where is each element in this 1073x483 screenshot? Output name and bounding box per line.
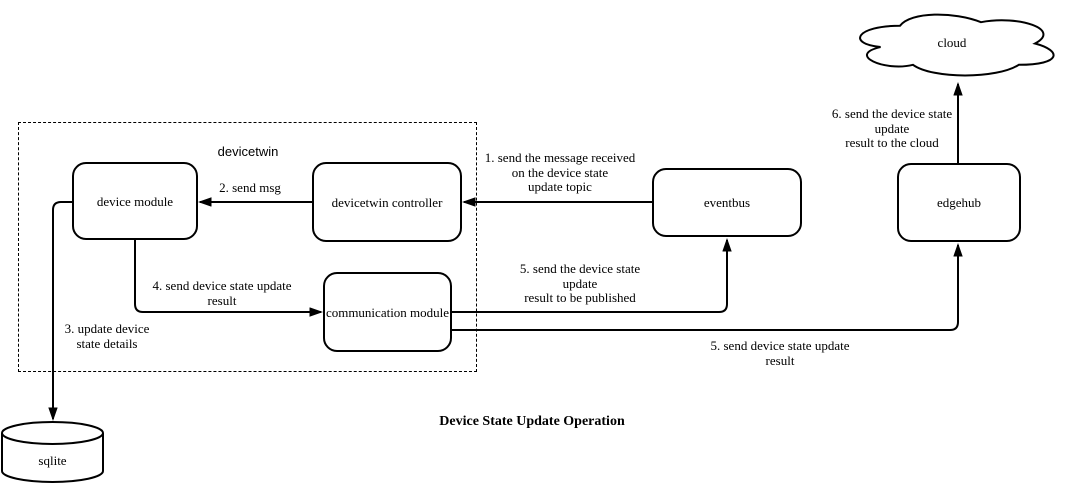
node-communication-module: communication module: [323, 272, 452, 352]
edge-label-1: 1. send the message received on the devi…: [484, 150, 636, 194]
node-devicetwin-controller: devicetwin controller: [312, 162, 462, 242]
devicetwin-group-boundary: [18, 122, 477, 372]
node-edgehub-label: edgehub: [936, 195, 982, 210]
edge-label-3: 3. update device state details: [64, 321, 150, 351]
cloud-shape: [860, 15, 1054, 76]
edge-communication-to-eventbus: [452, 240, 727, 313]
node-edgehub: edgehub: [897, 163, 1021, 242]
edge-label-4: 4. send device state update result: [152, 278, 292, 308]
node-devicetwin-controller-label: devicetwin controller: [331, 194, 443, 210]
edge-device-module-to-sqlite: [53, 201, 72, 419]
edge-label-6: 6. send the device state update result t…: [831, 106, 953, 150]
sqlite-cylinder-top: [1, 421, 104, 445]
node-device-module-label: device module: [96, 193, 174, 209]
edge-device-module-to-communication: [134, 240, 321, 312]
node-device-module: device module: [72, 162, 198, 240]
diagram-title: Device State Update Operation: [439, 414, 625, 429]
edge-communication-to-edgehub: [452, 245, 958, 331]
node-eventbus-label: eventbus: [703, 195, 751, 210]
edge-label-5a: 5. send the device state update result t…: [519, 261, 641, 305]
sqlite-cylinder-body: [1, 433, 104, 483]
edge-label-5b: 5. send device state update result: [710, 338, 850, 368]
node-sqlite-label: sqlite: [38, 453, 67, 468]
node-eventbus: eventbus: [652, 168, 802, 237]
devicetwin-group-label: devicetwin: [217, 144, 279, 159]
node-cloud-label: cloud: [937, 35, 967, 50]
edge-label-2: 2. send msg: [219, 180, 281, 195]
node-communication-module-label: communication module: [325, 304, 450, 320]
